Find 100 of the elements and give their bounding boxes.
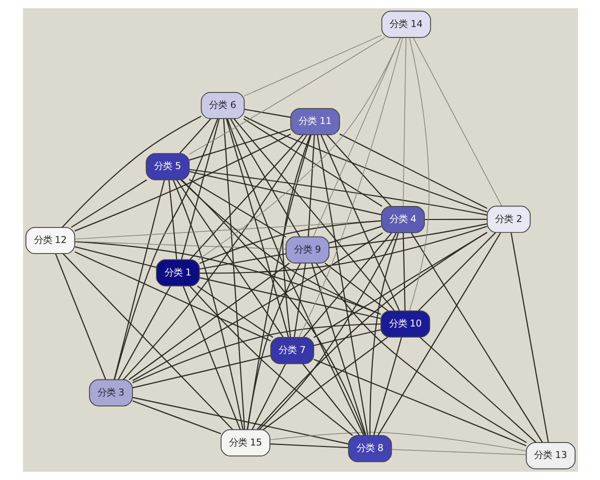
node-box: 分类 14: [380, 10, 430, 38]
connector: [198, 226, 487, 274]
connector: [242, 118, 382, 207]
connector: [246, 262, 300, 430]
node-box: 分类 15: [220, 429, 270, 456]
connector: [132, 355, 270, 388]
connector: [188, 128, 290, 161]
connector: [402, 232, 406, 311]
connector: [302, 364, 360, 436]
connector: [402, 37, 406, 207]
connector: [113, 118, 218, 380]
connector: [188, 168, 487, 216]
connector: [302, 232, 392, 338]
connector: [132, 396, 348, 444]
connector: [178, 118, 211, 154]
connector: [188, 286, 352, 436]
node-box: 分类 6: [200, 92, 244, 120]
connector: [230, 118, 300, 237]
connector: [128, 262, 290, 380]
connector: [418, 232, 496, 312]
connector: [132, 400, 221, 434]
connector: [74, 241, 286, 250]
node-box: 分类 4: [380, 206, 424, 234]
connector: [258, 232, 396, 430]
connector: [198, 277, 380, 319]
connector: [313, 358, 526, 446]
connector: [132, 323, 380, 384]
connector: [222, 118, 245, 430]
connector: [313, 232, 487, 338]
connector: [188, 170, 381, 216]
connector: [424, 218, 487, 220]
connector: [328, 223, 487, 248]
connector: [270, 443, 348, 448]
connector: [324, 262, 388, 312]
connector: [282, 134, 310, 338]
connector: [243, 34, 382, 96]
connector: [54, 253, 106, 380]
connector: [412, 37, 502, 206]
connector: [74, 134, 290, 232]
connector: [372, 336, 402, 436]
connector: [180, 180, 381, 315]
connector: [61, 116, 201, 228]
connector: [62, 253, 233, 430]
connector: [180, 179, 366, 436]
connector: [196, 286, 273, 338]
node-box: 分类 9: [285, 236, 329, 264]
connector: [251, 364, 286, 430]
connector: [225, 118, 288, 338]
connector: [316, 134, 368, 436]
connector: [307, 134, 314, 237]
connector: [122, 134, 307, 380]
connector: [310, 263, 366, 436]
connector: [117, 286, 171, 380]
connector: [328, 226, 381, 244]
connector: [74, 241, 380, 315]
connector: [244, 108, 290, 118]
connector: [189, 134, 304, 260]
connector: [188, 179, 286, 238]
connector: [298, 37, 403, 338]
connector: [410, 232, 542, 443]
connector: [320, 134, 400, 311]
connector: [244, 116, 487, 212]
connector: [182, 286, 240, 430]
connector: [368, 232, 398, 436]
node-box: 分类 8: [348, 435, 392, 462]
connector: [377, 232, 501, 436]
connector: [390, 449, 526, 456]
connector: [510, 232, 548, 443]
connector: [262, 336, 388, 430]
connector: [246, 134, 312, 430]
connector: [293, 263, 306, 338]
node-box: 分类 2: [486, 206, 530, 233]
node-box: 分类 1: [156, 259, 200, 286]
connector: [132, 232, 383, 382]
connector: [232, 118, 394, 311]
node-box: 分类 11: [290, 108, 340, 136]
node-box: 分类 12: [24, 226, 75, 254]
connector: [408, 37, 429, 311]
node-box: 分类 3: [88, 379, 132, 406]
connector: [176, 180, 284, 338]
connector: [198, 220, 381, 264]
connector: [226, 118, 364, 436]
connector: [326, 134, 391, 207]
node-box: 分类 10: [380, 310, 430, 338]
connector: [113, 180, 164, 380]
connector: [338, 134, 487, 209]
connector: [70, 179, 146, 228]
node-box: 分类 13: [525, 442, 576, 470]
connector: [199, 253, 286, 270]
connector: [172, 180, 243, 430]
connector: [418, 336, 536, 443]
connector: [74, 246, 156, 268]
connector: [269, 432, 526, 452]
connector: [313, 329, 381, 346]
connector: [188, 37, 384, 155]
connector: [256, 232, 487, 430]
node-box: 分类 7: [270, 337, 314, 364]
connector: [180, 118, 220, 260]
connector: [197, 37, 400, 260]
connector: [168, 180, 177, 260]
